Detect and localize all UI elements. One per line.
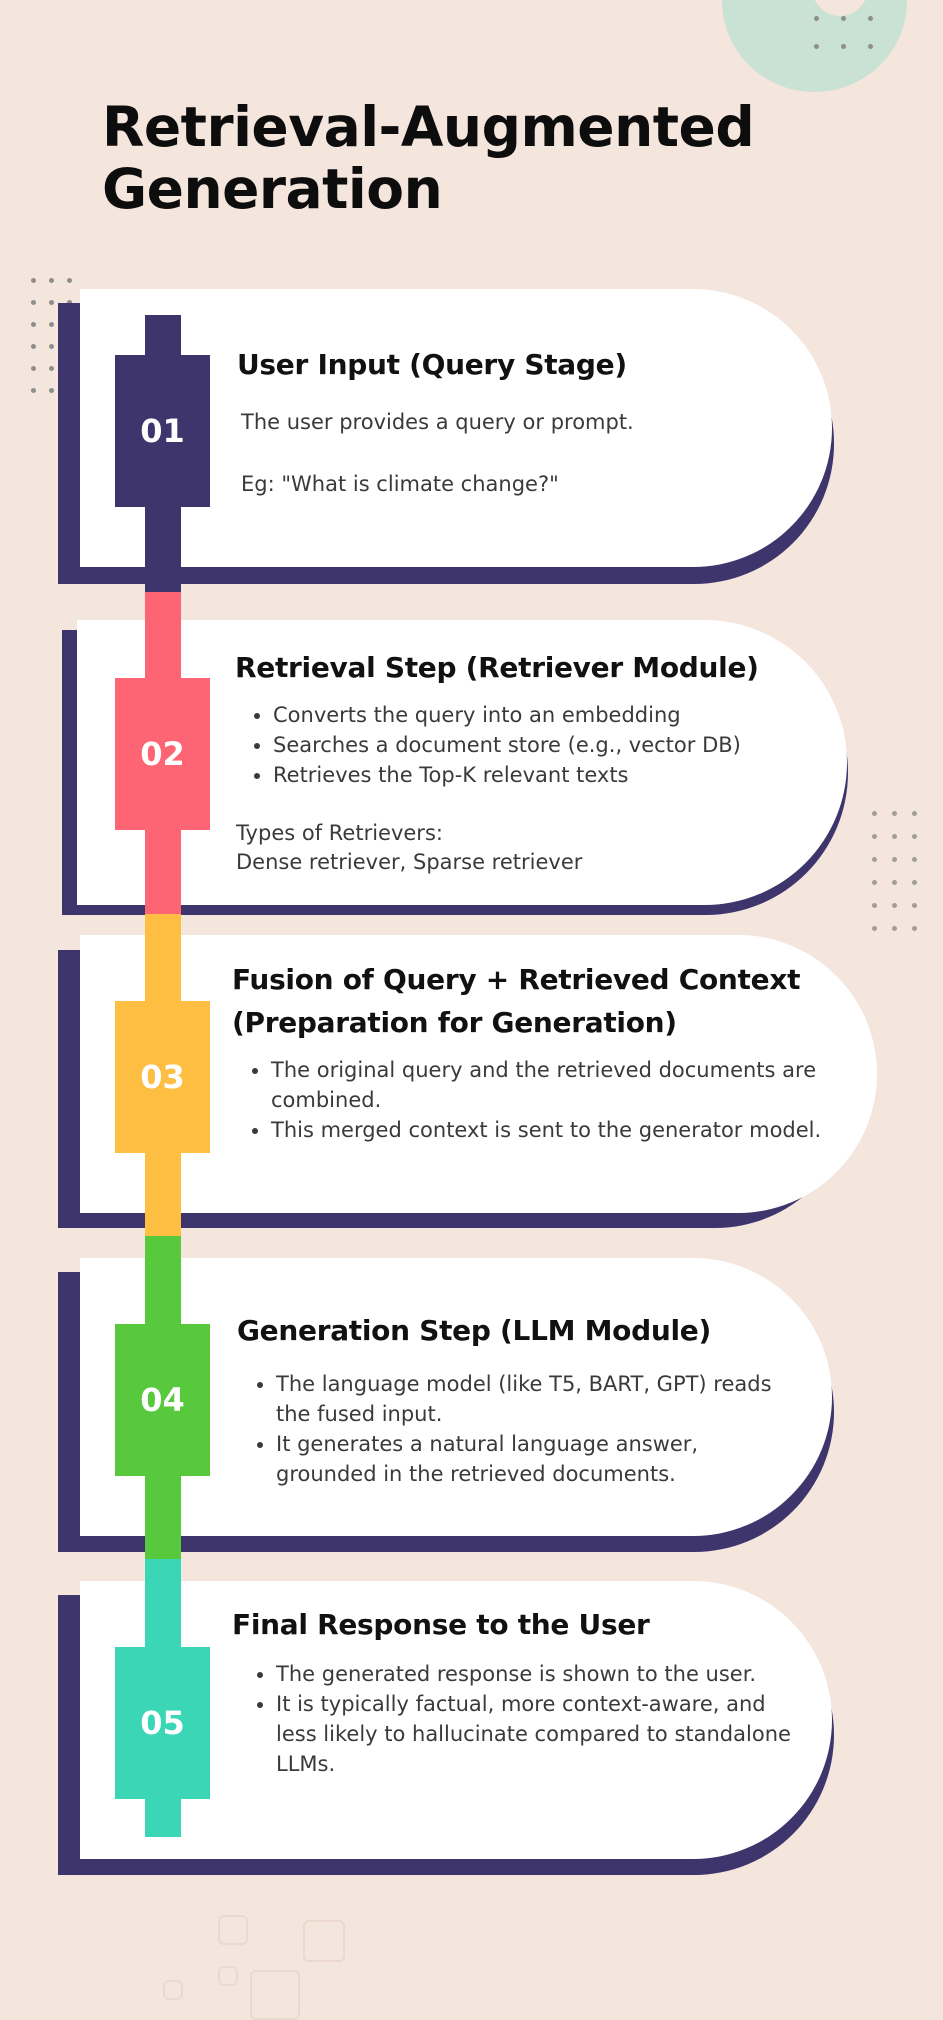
step-bullet-list: The original query and the retrieved doc… <box>233 1055 851 1145</box>
step-number-badge: 03 <box>115 1001 210 1153</box>
list-item: Searches a document store (e.g., vector … <box>273 730 833 760</box>
decorative-circle-notch <box>812 0 868 16</box>
decorative-dot-grid <box>872 811 917 931</box>
step-title: Fusion of Query + Retrieved Context (Pre… <box>232 963 801 1039</box>
page-title: Retrieval-Augmented Generation <box>102 95 755 221</box>
step-card <box>80 935 877 1213</box>
step-text: Eg: "What is climate change?" <box>241 472 559 496</box>
list-item: It is typically factual, more context-aw… <box>276 1689 796 1779</box>
step-text: Types of Retrievers: <box>236 821 443 845</box>
list-item: Converts the query into an embedding <box>273 700 833 730</box>
step-number-badge: 01 <box>115 355 210 507</box>
step-text: Dense retriever, Sparse retriever <box>236 850 583 874</box>
decorative-square <box>250 1970 300 2020</box>
list-item: This merged context is sent to the gener… <box>271 1115 851 1145</box>
step-bullet-list: Converts the query into an embedding Sea… <box>235 700 833 790</box>
step-bullet-list: The generated response is shown to the u… <box>238 1659 796 1779</box>
decorative-square <box>303 1920 345 1962</box>
list-item: It generates a natural language answer, … <box>276 1429 796 1489</box>
decorative-dot-grid <box>814 16 873 49</box>
step-title: Final Response to the User <box>232 1608 650 1641</box>
list-item: The language model (like T5, BART, GPT) … <box>276 1369 796 1429</box>
step-title: User Input (Query Stage) <box>237 348 627 381</box>
step-bullet-list: The language model (like T5, BART, GPT) … <box>238 1369 796 1489</box>
step-title: Retrieval Step (Retriever Module) <box>235 651 759 684</box>
decorative-square <box>218 1966 238 1986</box>
decorative-square <box>163 1980 183 2000</box>
step-number-badge: 02 <box>115 678 210 830</box>
list-item: Retrieves the Top-K relevant texts <box>273 760 833 790</box>
decorative-square <box>218 1915 248 1945</box>
step-text: The user provides a query or prompt. <box>241 410 634 434</box>
step-number-badge: 04 <box>115 1324 210 1476</box>
list-item: The generated response is shown to the u… <box>276 1659 796 1689</box>
list-item: The original query and the retrieved doc… <box>271 1055 851 1115</box>
step-number-badge: 05 <box>115 1647 210 1799</box>
step-title: Generation Step (LLM Module) <box>237 1314 711 1347</box>
